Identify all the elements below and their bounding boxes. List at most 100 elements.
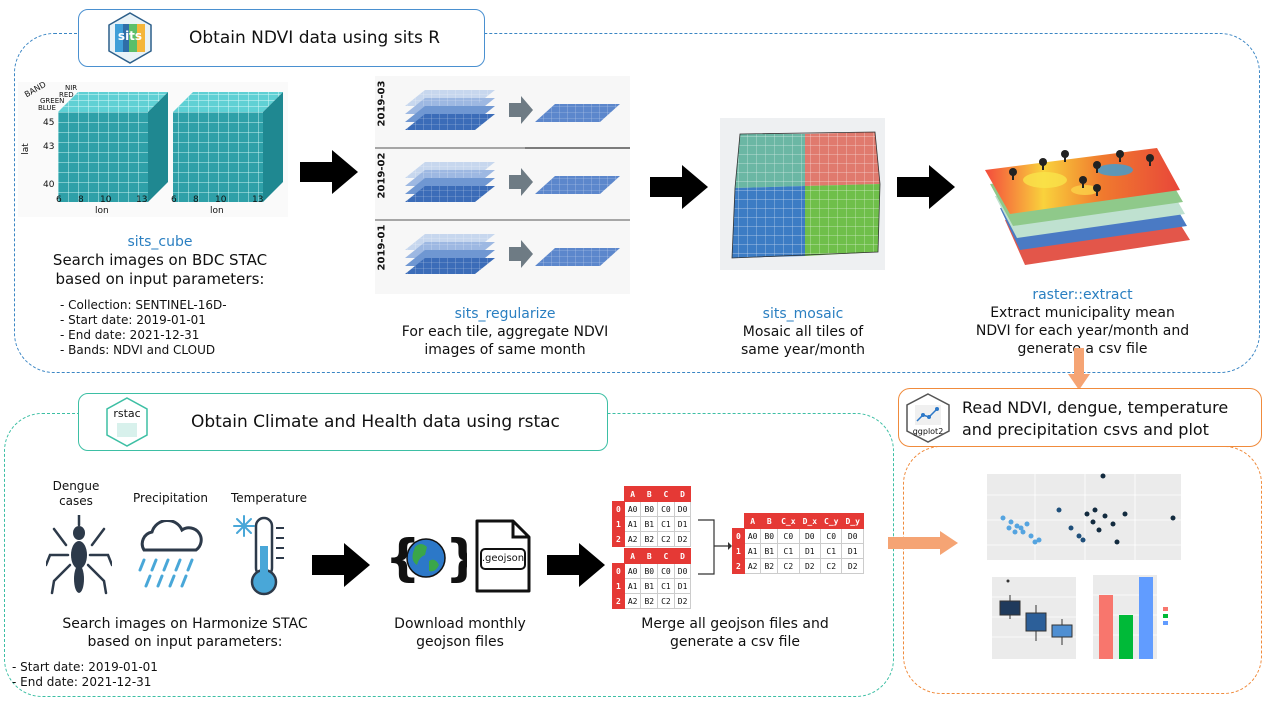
sits-regularize-desc: For each tile, aggregate NDVI: [401, 324, 609, 340]
climate-panel-title: Obtain Climate and Health data using rst…: [191, 412, 560, 432]
sits-regularize-step: sits_regularize For each tile, aggregate…: [380, 305, 630, 359]
table-header-cell: D: [673, 548, 692, 564]
lon-tick: 13: [252, 195, 264, 205]
parameter-item: - Bands: NDVI and CLOUD: [60, 343, 216, 357]
lon-axis-label: lon: [210, 206, 224, 216]
parameter-item: - End date: 2021-12-31: [12, 675, 152, 689]
barchart-thumbnail: [1087, 573, 1187, 670]
table-cell: C2: [657, 593, 675, 609]
lon-tick: 6: [171, 195, 177, 205]
lon-axis-label: lon: [95, 206, 109, 216]
table-cell: A1: [623, 516, 642, 532]
table-index-cell: 0: [612, 501, 625, 517]
table-cell: D0: [673, 501, 692, 517]
month-label: 2019-01: [376, 224, 388, 271]
month-label: 2019-02: [376, 152, 388, 199]
table-cell: D2: [673, 531, 692, 547]
lat-tick: 43: [43, 142, 55, 152]
table-cell: B2: [640, 593, 659, 609]
table-cell: A0: [623, 563, 642, 579]
plot-panel-title: Read NDVI, dengue, temperature and preci…: [962, 398, 1229, 439]
plot-panel-header: ggplot2 Read NDVI, dengue, temperature a…: [898, 388, 1262, 447]
table-cell: B1: [640, 516, 659, 532]
thermometer-icon: [232, 512, 294, 601]
table-header-cell: C_x: [777, 513, 800, 529]
table-cell: B2: [640, 531, 659, 547]
table-cell: A2: [743, 558, 762, 574]
sits-regularize-desc: images of same month: [424, 342, 586, 358]
table-index-cell: 1: [612, 578, 625, 594]
regularize-figure: 2019-03 2019-02 2019-01: [375, 76, 630, 294]
lon-tick: 10: [215, 195, 227, 205]
table-cell: C1: [777, 543, 800, 559]
merge-desc: generate a csv file: [670, 634, 800, 650]
dengue-label: Dengue cases: [52, 479, 100, 508]
lon-tick: 13: [136, 195, 148, 205]
parameter-item: - Collection: SENTINEL-16D-: [60, 298, 227, 312]
raster-extract-title: raster::extract: [1032, 287, 1133, 303]
parameter-item: - Start date: 2019-01-01: [60, 313, 206, 327]
table-header-cell: B: [640, 548, 659, 564]
table-cell: C0: [657, 563, 675, 579]
table-cell: B0: [640, 563, 659, 579]
precipitation-label: Precipitation: [133, 491, 209, 505]
table-cell: C2: [777, 558, 800, 574]
month-label: 2019-03: [376, 80, 388, 127]
data-cube-figure: BAND NIR RED GREEN BLUE lat 45 43 40 6 8…: [18, 80, 288, 217]
harmonize-search-desc: based on input parameters:: [87, 634, 283, 650]
table-cell: A2: [623, 593, 642, 609]
boxplot-thumbnail: [980, 575, 1080, 670]
download-desc: geojson files: [416, 634, 504, 650]
merge-desc: Merge all geojson files and: [641, 616, 829, 632]
harmonize-search-desc: Search images on Harmonize STAC: [62, 616, 308, 632]
svg-text:}: }: [445, 529, 467, 587]
band-red: RED: [59, 91, 74, 99]
table-cell: D1: [841, 543, 864, 559]
right-arrow-icon: [888, 531, 958, 559]
table-header-cell: A: [743, 513, 762, 529]
sits-regularize-title: sits_regularize: [454, 306, 556, 322]
ggplot2-logo-icon: ggplot2: [905, 393, 951, 443]
table-header-cell: D_x: [798, 513, 822, 529]
raster-layers-figure: [965, 130, 1195, 270]
table-index-cell: 1: [732, 543, 745, 559]
sits-mosaic-desc: same year/month: [741, 342, 865, 358]
table-index-cell: 2: [612, 593, 625, 609]
lon-tick: 8: [78, 195, 84, 205]
table-cell: D0: [673, 563, 692, 579]
table-header-cell: A: [623, 548, 642, 564]
table-cell: C1: [820, 543, 843, 559]
table-cell: B0: [760, 528, 779, 544]
sits-cube-title: sits_cube: [127, 234, 193, 250]
table-cell: A0: [623, 501, 642, 517]
table-cell: C1: [657, 516, 675, 532]
table-cell: D0: [798, 528, 822, 544]
table-header-cell: D: [673, 486, 692, 502]
scatter-plot-thumbnail: [975, 470, 1185, 570]
raster-extract-desc: Extract municipality mean: [990, 305, 1175, 321]
table-cell: B0: [640, 501, 659, 517]
merge-bracket: [698, 500, 732, 594]
table-cell: D1: [673, 578, 692, 594]
merge-step: Merge all geojson files and generate a c…: [615, 615, 855, 651]
lon-tick: 10: [100, 195, 112, 205]
sits-cube-desc: Search images on BDC STAC: [52, 251, 268, 269]
sits-logo-icon: sits: [107, 12, 153, 64]
flow-arrow-icon: [300, 150, 358, 194]
table-cell: B1: [640, 578, 659, 594]
rain-cloud-icon: [130, 519, 206, 594]
table-cell: D2: [841, 558, 864, 574]
geojson-file-label: .geojson: [481, 553, 525, 564]
table-index-cell: 2: [732, 558, 745, 574]
sits-mosaic-desc: Mosaic all tiles of: [742, 324, 864, 340]
table-cell: A2: [623, 531, 642, 547]
harmonize-search-step: Search images on Harmonize STAC based on…: [40, 615, 330, 651]
table-header-cell: D_y: [841, 513, 864, 529]
table-cell: D0: [841, 528, 864, 544]
table-cell: A0: [743, 528, 762, 544]
band-blue: BLUE: [38, 104, 56, 112]
table-cell: C2: [820, 558, 843, 574]
